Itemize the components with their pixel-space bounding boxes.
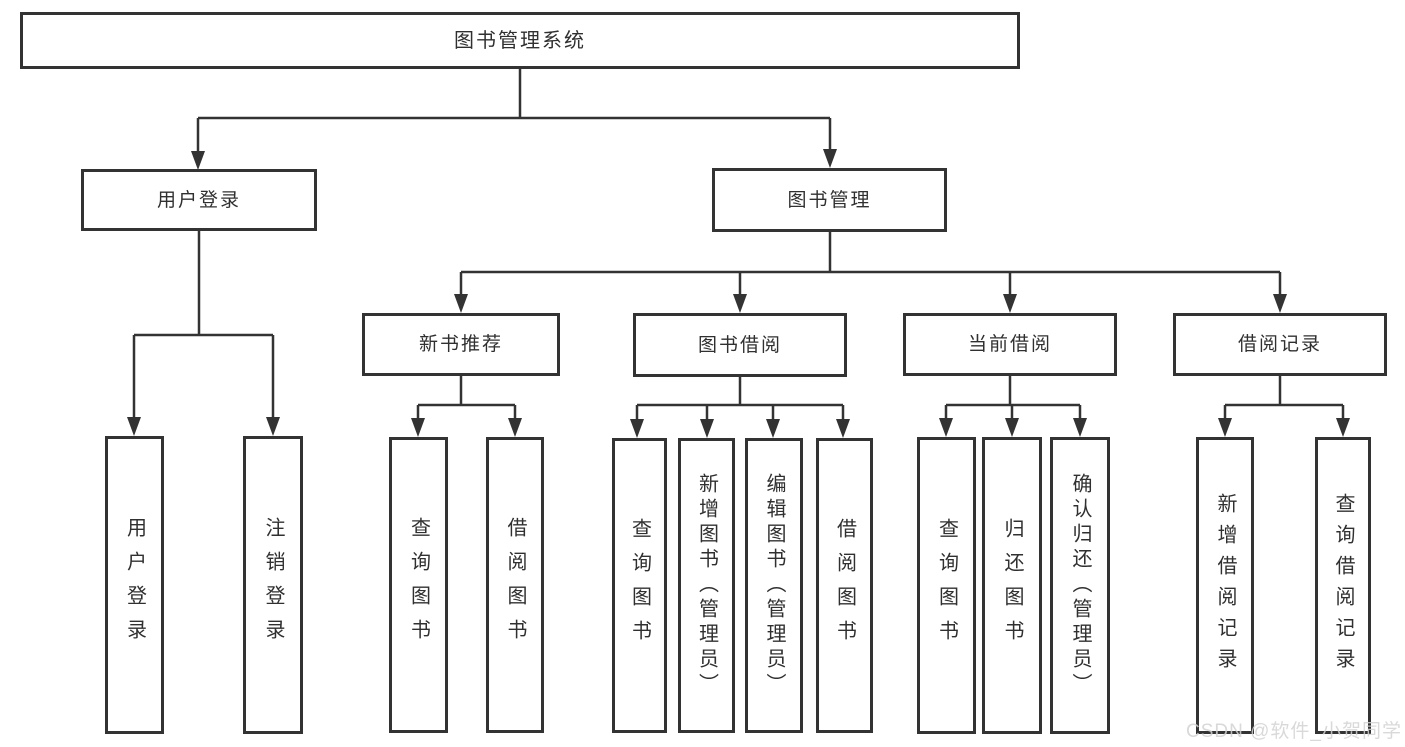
leaf-rec-borrow-books: 借阅图书 — [486, 437, 544, 733]
node-book-management: 图书管理 — [712, 168, 947, 232]
leaf-bb-edit-books: 编辑图书（管理员） — [745, 438, 803, 733]
leaf-br-query-record: 查询借阅记录 — [1315, 437, 1371, 734]
leaf-br-add-record: 新增借阅记录 — [1196, 437, 1254, 734]
leaf-bb-query-books: 查询图书 — [612, 438, 667, 733]
node-borrow-records: 借阅记录 — [1173, 313, 1387, 376]
leaf-cb-return-books: 归还图书 — [982, 437, 1042, 734]
leaf-bb-borrow-books: 借阅图书 — [816, 438, 873, 733]
leaf-cb-query-books: 查询图书 — [917, 437, 976, 734]
leaf-logout: 注销登录 — [243, 436, 303, 734]
leaf-rec-query-books: 查询图书 — [389, 437, 448, 733]
leaf-user-login: 用户登录 — [105, 436, 164, 734]
csdn-watermark: CSDN @软件_小贺同学 — [1186, 721, 1402, 742]
leaf-cb-confirm-return: 确认归还（管理员） — [1050, 437, 1110, 734]
node-book-borrow: 图书借阅 — [633, 313, 847, 377]
node-root: 图书管理系统 — [20, 12, 1020, 69]
node-current-borrow: 当前借阅 — [903, 313, 1117, 376]
leaf-bb-add-books: 新增图书（管理员） — [678, 438, 735, 733]
node-user-login: 用户登录 — [81, 169, 317, 231]
node-new-book-recommend: 新书推荐 — [362, 313, 560, 376]
